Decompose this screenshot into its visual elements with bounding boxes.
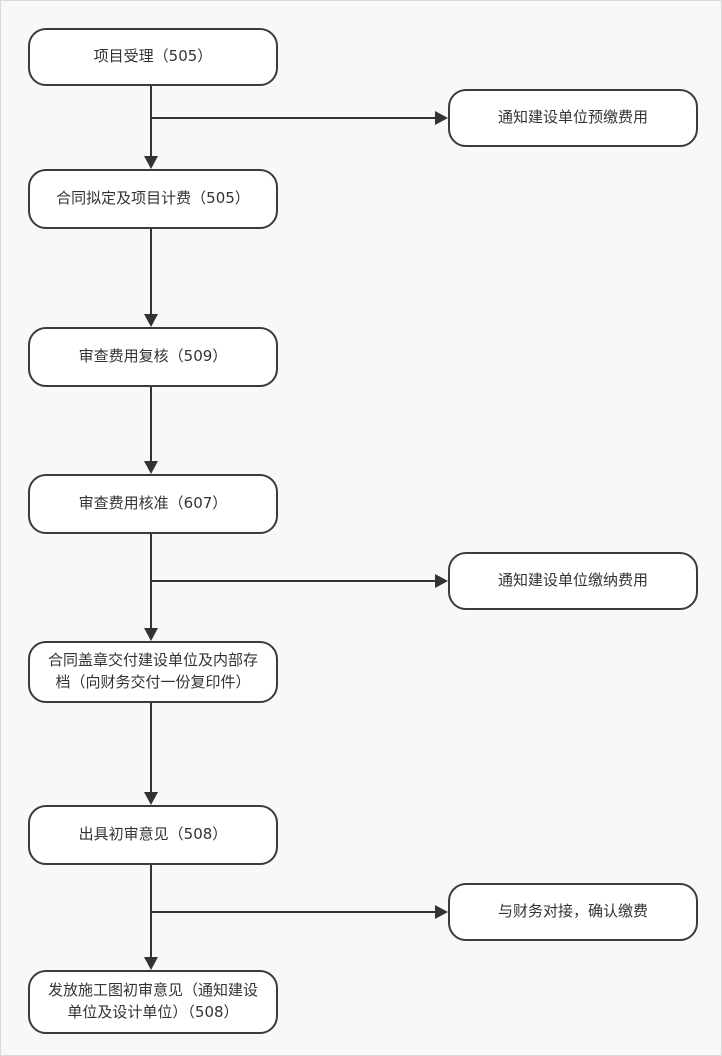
arrowhead-right-prepay-fee <box>435 111 448 125</box>
arrowhead-down-5-6 <box>144 792 158 805</box>
arrowhead-right-finance-confirm <box>435 905 448 919</box>
arrowhead-down-2-3 <box>144 314 158 327</box>
arrowhead-down-1-2 <box>144 156 158 169</box>
arrowhead-down-3-4 <box>144 461 158 474</box>
flow-node-contract-seal-delivery-archive: 合同盖章交付建设单位及内部存档（向财务交付一份复印件） <box>28 641 278 703</box>
flow-node-issue-preliminary-opinion: 出具初审意见（508） <box>28 805 278 865</box>
flow-node-project-acceptance: 项目受理（505） <box>28 28 278 86</box>
connector-line-3-4 <box>150 387 152 461</box>
flow-node-review-fee-recheck: 审查费用复核（509） <box>28 327 278 387</box>
flow-node-notify-prepay-fee: 通知建设单位预缴费用 <box>448 89 698 147</box>
branch-line-prepay-fee <box>151 117 435 119</box>
flow-node-finance-confirm-payment: 与财务对接，确认缴费 <box>448 883 698 941</box>
branch-line-pay-fee <box>151 580 435 582</box>
arrowhead-down-6-7 <box>144 957 158 970</box>
arrowhead-right-pay-fee <box>435 574 448 588</box>
flow-node-contract-drafting-billing: 合同拟定及项目计费（505） <box>28 169 278 229</box>
branch-line-finance-confirm <box>151 911 435 913</box>
flow-node-release-drawing-opinion: 发放施工图初审意见（通知建设单位及设计单位）（508） <box>28 970 278 1034</box>
arrowhead-down-4-5 <box>144 628 158 641</box>
connector-line-5-6 <box>150 703 152 792</box>
connector-line-2-3 <box>150 229 152 314</box>
flow-node-notify-pay-fee: 通知建设单位缴纳费用 <box>448 552 698 610</box>
connector-line-1-2 <box>150 86 152 156</box>
flow-node-review-fee-approval: 审查费用核准（607） <box>28 474 278 534</box>
